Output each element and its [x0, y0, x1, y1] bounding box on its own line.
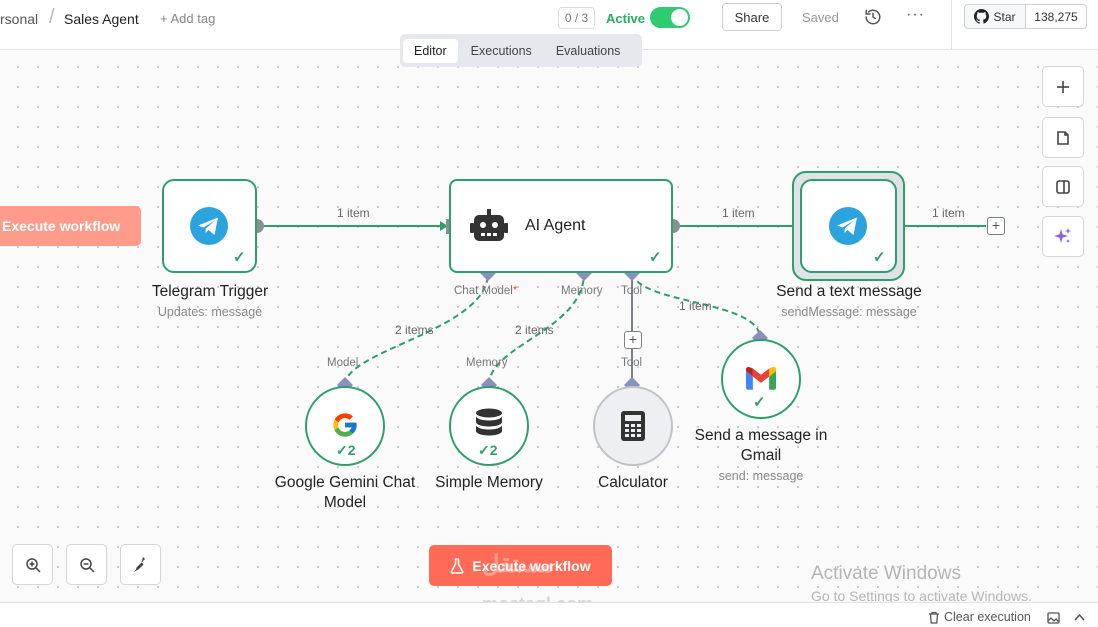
edge-label: 1 item [337, 206, 370, 220]
database-icon [474, 408, 504, 440]
edge-label: 2 items [395, 323, 434, 337]
telegram-trigger-subtitle: Updates: message [157, 305, 263, 319]
required-mark: * [512, 285, 518, 297]
sticky-note-button[interactable] [1042, 117, 1084, 158]
calculator-icon [619, 410, 647, 442]
tab-editor[interactable]: Editor [403, 38, 458, 63]
run-count-badge: ✓2 [478, 442, 498, 458]
active-toggle[interactable] [650, 7, 690, 28]
toggle-knob [671, 9, 688, 26]
execute-workflow-button[interactable]: Execute workflow [429, 545, 612, 586]
port-label-model-in: Model [327, 357, 359, 369]
send-text-subtitle: sendMessage: message [781, 305, 917, 319]
github-star-label: Star [993, 9, 1016, 24]
tab-executions[interactable]: Executions [470, 43, 532, 58]
panel-icon [1056, 179, 1070, 194]
add-node-button[interactable]: + [987, 217, 1005, 235]
add-tag-button[interactable]: + Add tag [160, 11, 216, 26]
edge-label: 2 items [515, 323, 554, 337]
edge-label: 1 item [679, 299, 712, 313]
gmail-title-line2: Gmail [740, 447, 782, 464]
edge-label: 1 item [722, 206, 755, 220]
port-label-memory: Memory [561, 285, 603, 297]
note-icon [1057, 130, 1069, 145]
zoom-out-icon [79, 557, 95, 573]
google-icon [331, 411, 359, 439]
github-star-count[interactable]: 138,275 [1025, 4, 1087, 29]
port-label-memory-in: Memory [466, 357, 508, 369]
tidy-up-button[interactable] [120, 544, 161, 585]
telegram-trigger-title: Telegram Trigger [151, 283, 269, 300]
ai-agent-title: AI Agent [525, 217, 586, 234]
workflow-name[interactable]: Sales Agent [64, 11, 139, 27]
gmail-title: Send a message in Gmail [676, 426, 846, 466]
zoom-in-icon [25, 557, 41, 573]
evaluation-counter: 0 / 3 [558, 7, 595, 29]
history-icon[interactable] [864, 8, 882, 26]
broom-icon [133, 556, 145, 572]
success-check-icon: ✓ [753, 394, 766, 411]
flask-icon [450, 557, 464, 574]
active-label: Active [606, 11, 646, 26]
gmail-icon [746, 366, 776, 390]
add-tool-button[interactable]: + [624, 331, 642, 349]
clear-execution-label: Clear execution [944, 610, 1031, 624]
windows-watermark-sub: Go to Settings to activate Windows. [811, 588, 1032, 604]
saved-status: Saved [802, 10, 839, 25]
trash-icon [929, 611, 939, 624]
bottom-bar [0, 602, 1098, 627]
chevron-up-icon[interactable] [1074, 613, 1085, 622]
share-button[interactable]: Share [722, 3, 782, 31]
edge-label: 1 item [932, 206, 965, 220]
windows-watermark-title: Activate Windows [811, 563, 961, 584]
breadcrumb-project[interactable]: rsonal [0, 11, 39, 27]
port-label-tool-in: Tool [621, 357, 643, 369]
simple-memory-node[interactable] [449, 386, 529, 466]
execute-main-label: Execute workflow [472, 557, 591, 574]
github-star-button[interactable]: Star [964, 4, 1026, 29]
view-tabs: Editor Executions Evaluations [400, 34, 642, 67]
port-label-chat-model: Chat Model* [454, 285, 518, 297]
robot-icon [470, 208, 508, 244]
run-count-badge: ✓2 [336, 442, 356, 458]
tab-evaluations[interactable]: Evaluations [555, 43, 621, 58]
success-check-icon: ✓ [649, 249, 662, 266]
execute-workflow-left-button[interactable]: Execute workflow [0, 206, 141, 246]
sparkle-icon [1054, 227, 1071, 243]
zoom-out-button[interactable] [66, 544, 107, 585]
gemini-title: Google Gemini Chat Model [255, 473, 435, 513]
calculator-title: Calculator [598, 474, 668, 491]
success-check-icon: ✓ [233, 249, 246, 266]
header-divider [951, 0, 952, 50]
clear-execution-button[interactable]: Clear execution [928, 610, 1031, 624]
send-text-title: Send a text message [776, 283, 922, 300]
success-check-icon: ✓ [873, 249, 886, 266]
gemini-title-line1: Google Gemini Chat [274, 474, 416, 491]
memory-title: Simple Memory [435, 474, 543, 491]
ai-assistant-button[interactable] [1042, 216, 1084, 257]
telegram-icon [828, 206, 868, 246]
more-options-icon[interactable]: ··· [906, 6, 925, 23]
execute-left-label: Execute workflow [2, 218, 121, 234]
mostaql-watermark-ar: مستقل [482, 551, 554, 578]
breadcrumb-separator: / [49, 6, 55, 28]
github-icon [974, 9, 990, 24]
top-bar: rsonal / Sales Agent + Add tag 0 / 3 Act… [0, 0, 1098, 50]
image-panel-icon[interactable] [1047, 612, 1060, 624]
zoom-in-button[interactable] [12, 544, 53, 585]
plus-icon [1057, 80, 1069, 93]
add-node-panel-button[interactable] [1042, 66, 1084, 107]
gmail-subtitle: send: message [718, 469, 804, 483]
port-label-tool: Tool [621, 285, 643, 297]
gmail-title-line1: Send a message in [694, 427, 828, 444]
toggle-panel-button[interactable] [1042, 166, 1084, 207]
telegram-icon [189, 206, 229, 246]
gemini-title-line2: Model [323, 494, 367, 511]
send-text-message-node[interactable] [800, 179, 897, 273]
